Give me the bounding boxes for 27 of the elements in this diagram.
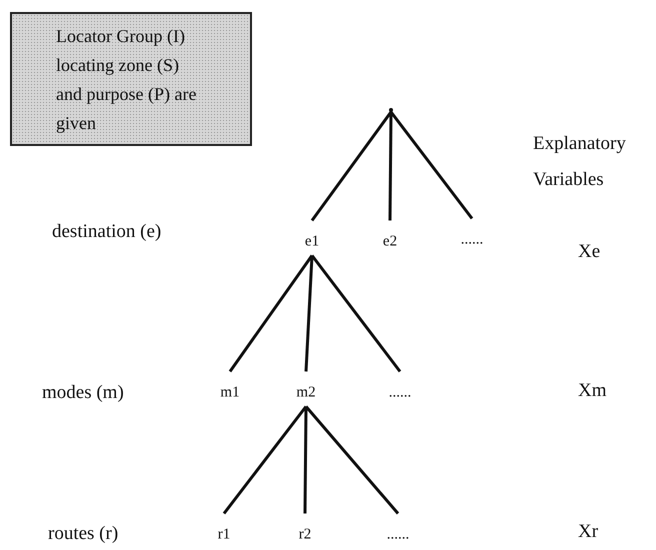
tree-node-label: r2: [298, 528, 312, 542]
tree-branch-line: [222, 406, 308, 514]
level-label: routes (r): [48, 522, 118, 546]
tree-node-label: m2: [296, 386, 316, 400]
tree-node-label: r1: [218, 528, 230, 542]
tree-branch-line: [310, 111, 392, 222]
tree-branch-line: [304, 406, 400, 514]
tree-node-label: ......: [386, 528, 410, 542]
tree-branch-line: [310, 254, 402, 372]
axis-heading: Explanatory Variables: [533, 132, 627, 192]
tree-node-label: ......: [460, 232, 484, 248]
tree-node-label: e2: [382, 234, 398, 250]
tree-branch-line: [388, 112, 392, 221]
tree-node-label: ......: [388, 386, 412, 400]
variable-label: Xr: [578, 520, 598, 544]
tree-branch-line: [304, 406, 308, 514]
tree-node-label: m1: [220, 386, 240, 400]
variable-label: Xm: [578, 379, 606, 403]
tree-branch-line: [304, 255, 314, 372]
level-label: modes (m): [42, 381, 124, 405]
level-label: destination (e): [52, 220, 162, 244]
tree-node-label: e1: [304, 234, 320, 250]
tree-branch-line: [390, 111, 474, 220]
note-box: Locator Group (I) locating zone (S) and purpose (P) are given: [10, 12, 252, 146]
tree-branch-line: [228, 254, 314, 372]
tree-root-point: [389, 108, 393, 112]
variable-label: Xe: [578, 240, 600, 264]
